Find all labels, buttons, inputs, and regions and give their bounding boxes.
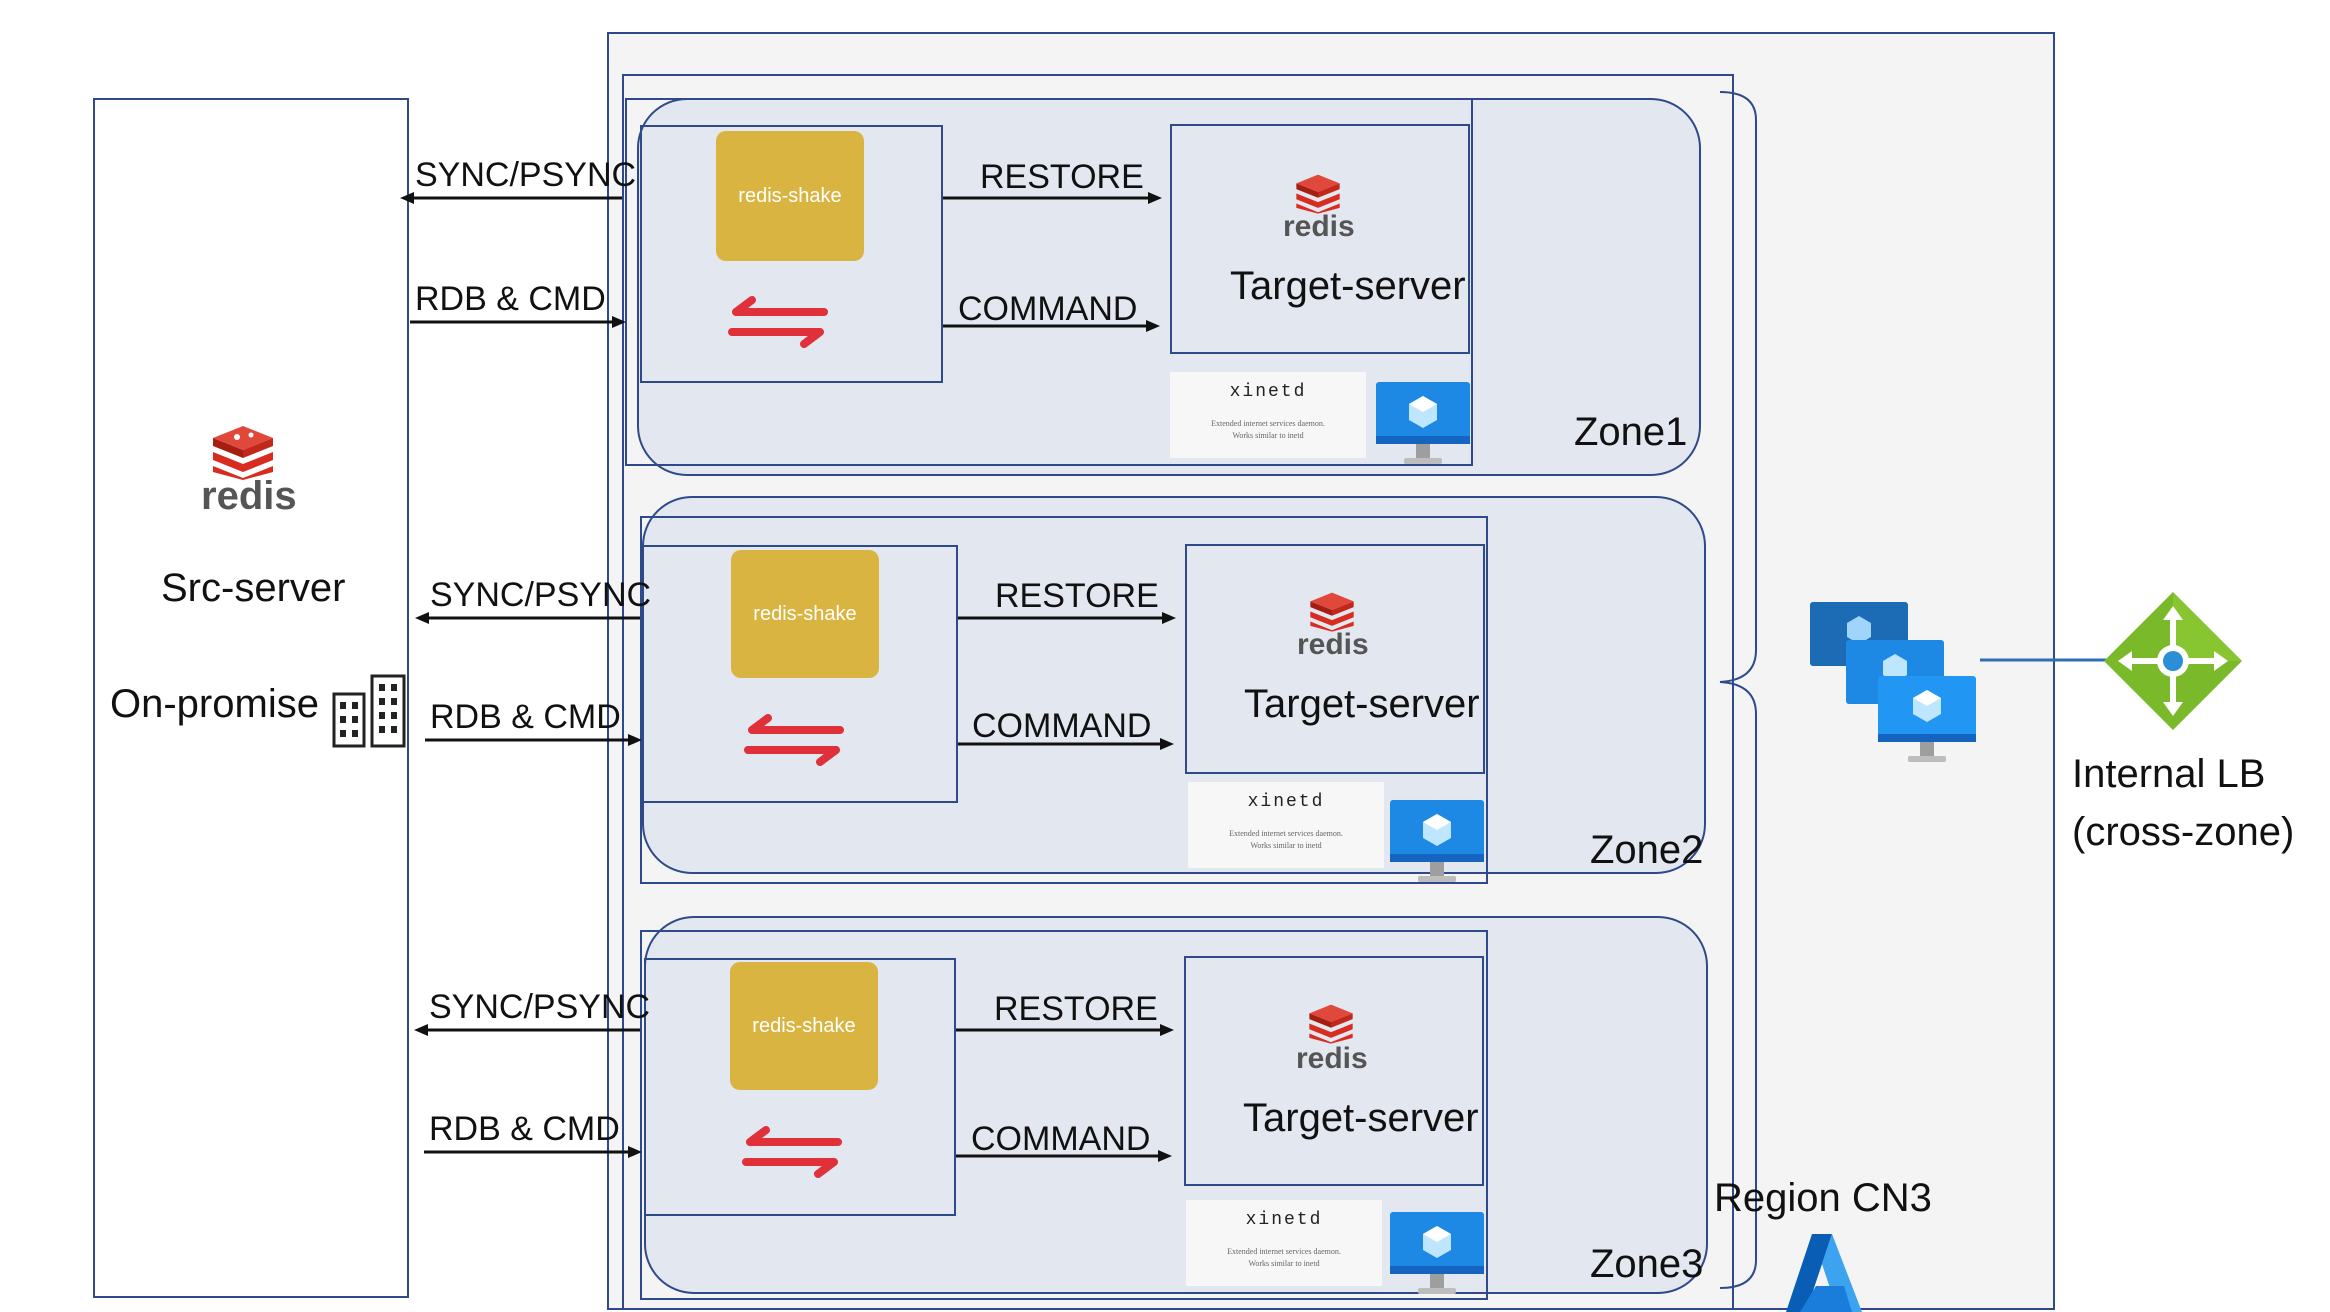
zone-3-sync-arrows-icon [742,1126,842,1178]
zone-1-vm-icon [1376,382,1470,464]
zone-2-redis-logo-icon [1310,592,1354,632]
zone-2-target-label: Target-server [1244,682,1480,726]
zone-1-redis-shake: redis-shake [716,131,864,261]
zone-1-redis-logo-icon [1296,174,1340,214]
zone-3-target-box [1184,956,1484,1186]
zone-3-xinetd-desc-2: Works similar to inetd [1248,1259,1320,1268]
zone-3-redis-logo-text: redis [1296,1042,1368,1075]
building-icon [332,674,406,748]
zone-1-sync-arrows-icon [728,296,828,348]
src-server-title: Src-server [161,566,346,610]
zone-2-sync-arrows-icon [744,714,844,766]
zone-1-sync-label: SYNC/PSYNC [415,156,637,194]
zone-1-inner-box [625,98,1473,466]
zone-3-xinetd-desc-1: Extended internet services daemon. [1227,1247,1341,1256]
src-server-box [93,98,409,1298]
zone-1-target-box [1170,124,1470,354]
zone-2-rdb-label: RDB & CMD [430,698,621,736]
zone-1-xinetd: xinetd Extended internet services daemon… [1170,372,1366,458]
zone-2-redis-logo-text: redis [1297,628,1369,661]
zone-2-xinetd-title: xinetd [1247,792,1325,812]
zone-1-redis-logo-text: redis [1283,210,1355,243]
zone-3-redis-shake: redis-shake [730,962,878,1090]
zone-3-sync-label: SYNC/PSYNC [429,988,651,1026]
zone-2-target-box [1185,544,1485,774]
zone-2-xinetd-desc-1: Extended internet services daemon. [1229,829,1343,838]
zone-1-command-label: COMMAND [958,290,1138,328]
zone-3-xinetd: xinetd Extended internet services daemon… [1186,1200,1382,1286]
zone-3-inner-box [640,930,1488,1300]
zone-2-command-label: COMMAND [972,707,1152,745]
zone-3-name: Zone3 [1590,1242,1704,1286]
zone-2-shake-box [642,545,958,803]
region-label: Region CN3 [1714,1176,1932,1220]
zone-2-inner-box [640,516,1488,884]
zone-1-xinetd-desc-2: Works similar to inetd [1232,431,1304,440]
internal-lb-label: Internal LB [2072,752,2266,796]
zone-3-vm-icon [1390,1212,1484,1294]
zone-2-name: Zone2 [1590,828,1704,872]
zone-3-rdb-label: RDB & CMD [429,1110,620,1148]
zone-3-target-label: Target-server [1243,1096,1479,1140]
azure-logo-icon [1786,1234,1862,1312]
zone-3-command-label: COMMAND [971,1120,1151,1158]
internal-lb-sublabel: (cross-zone) [2072,810,2295,854]
load-balancer-icon [2104,592,2242,730]
zone-1-xinetd-title: xinetd [1229,382,1307,402]
on-premise-label: On-promise [110,682,319,726]
zone-2-xinetd-desc-2: Works similar to inetd [1250,841,1322,850]
zone-1-shake-box [640,125,943,383]
zone-3-xinetd-title: xinetd [1245,1210,1323,1230]
zone-2-sync-label: SYNC/PSYNC [430,576,652,614]
zone-1-xinetd-desc-1: Extended internet services daemon. [1211,419,1325,428]
zones-brace [1719,91,1757,1289]
zone-2-restore-label: RESTORE [995,577,1159,615]
src-redis-logo-text: redis [201,474,297,518]
zone-3-shake-box [644,958,956,1216]
src-redis-logo-icon [213,426,273,480]
zone-1-name: Zone1 [1574,410,1688,454]
zone-1-rdb-label: RDB & CMD [415,280,606,318]
zone-2-redis-shake: redis-shake [731,550,879,678]
zone-3-redis-logo-icon [1309,1004,1353,1044]
zone-1-restore-label: RESTORE [980,158,1144,196]
zone-1-target-label: Target-server [1230,264,1466,308]
zone-3-restore-label: RESTORE [994,990,1158,1028]
vm-scale-set-icon [1810,602,1976,762]
zone-2-xinetd: xinetd Extended internet services daemon… [1188,782,1384,868]
zone-2-vm-icon [1390,800,1484,882]
